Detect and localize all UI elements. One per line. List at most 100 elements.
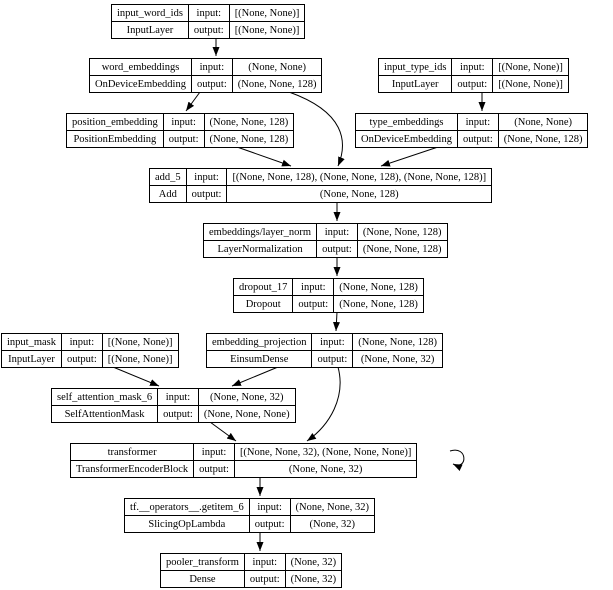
output-label: output: [61,350,103,368]
layer-name: transformer [69,443,195,461]
layer-class: InputLayer [377,75,453,93]
node-input_word_ids: input_word_ids input: [(None, None)] Inp… [111,4,306,39]
input-shape: (None, None, 128) [352,333,443,351]
output-label: output: [451,75,494,93]
output-shape: [(None, None)] [228,21,306,39]
node-type_embeddings: type_embeddings input: (None, None) OnDe… [355,113,589,148]
output-shape: (None, None, None) [197,405,296,423]
layer-class: LayerNormalization [202,240,318,258]
output-shape: (None, None, 128) [356,240,448,258]
input-shape: (None, None) [497,113,589,131]
node-embedding_projection: embedding_projection input: (None, None,… [205,333,443,368]
layer-name: embedding_projection [205,333,313,351]
input-label: input: [311,333,354,351]
layer-name: add_5 [149,168,187,186]
layer-class: EinsumDense [205,350,313,368]
layer-name: position_embedding [66,113,164,131]
layer-name: embeddings/layer_norm [202,223,318,241]
input-label: input: [292,278,335,296]
layer-class: OnDeviceEmbedding [89,75,192,93]
layer-name: type_embeddings [355,113,458,131]
input-label: input: [456,113,499,131]
node-dropout_17: dropout_17 input: (None, None, 128) Drop… [232,278,424,313]
node-pooler_transform: pooler_transform input: (None, 32) Dense… [160,553,343,588]
output-label: output: [316,240,358,258]
layer-class: InputLayer [1,350,62,368]
node-input_type_ids: input_type_ids input: [(None, None)] Inp… [377,58,569,93]
input-shape: (None, None, 32) [289,498,375,516]
edge-word_embeddings-add_5 [288,91,345,167]
layer-class: Dense [160,570,245,588]
input-shape: [(None, None)] [228,4,306,22]
edge-embedding_projection-self_attention_mask_6 [231,366,279,387]
node-self_attention_mask_6: self_attention_mask_6 input: (None, None… [50,388,296,423]
output-shape: (None, 32) [284,570,343,588]
output-shape: (None, None, 128) [497,130,589,148]
edge-embedding_projection-transformer [306,366,341,442]
input-shape: [(None, None, 128), (None, None, 128), (… [226,168,493,186]
output-shape: [(None, None)] [492,75,569,93]
output-label: output: [243,570,286,588]
edge-transformer-self-loop [449,449,465,471]
output-shape: (None, None, 32) [352,350,443,368]
layer-class: SelfAttentionMask [50,405,159,423]
layer-name: dropout_17 [232,278,294,296]
input-label: input: [157,388,199,406]
input-shape: (None, None, 128) [203,113,295,131]
output-shape: (None, None, 128) [226,185,493,203]
output-label: output: [157,405,199,423]
input-label: input: [190,58,233,76]
input-label: input: [243,553,286,571]
node-input_mask: input_mask input: [(None, None)] InputLa… [1,333,179,368]
output-label: output: [187,21,230,39]
layer-class: TransformerEncoderBlock [69,460,195,478]
output-label: output: [185,185,228,203]
edge-input_mask-self_attention_mask_6 [112,366,160,387]
layer-name: word_embeddings [89,58,192,76]
input-label: input: [187,4,230,22]
input-shape: [(None, None, 32), (None, None, None)] [233,443,418,461]
node-add_5: add_5 input: [(None, None, 128), (None, … [149,168,493,203]
output-label: output: [162,130,205,148]
layer-name: pooler_transform [160,553,245,571]
output-label: output: [190,75,233,93]
input-shape: (None, None, 128) [356,223,448,241]
edge-type_embeddings-add_5 [380,146,439,167]
output-shape: (None, 32) [289,515,375,533]
input-shape: [(None, None)] [101,333,179,351]
input-shape: (None, 32) [284,553,343,571]
output-label: output: [292,295,335,313]
layer-name: tf.__operators__.getitem_6 [124,498,250,516]
node-tf-operators-getitem_6: tf.__operators__.getitem_6 input: (None,… [124,498,375,533]
node-transformer: transformer input: [(None, None, 32), (N… [69,443,418,478]
input-shape: [(None, None)] [492,58,569,76]
edge-self_attention_mask_6-transformer [209,421,237,442]
input-label: input: [185,168,228,186]
input-shape: (None, None, 32) [197,388,296,406]
node-position_embedding: position_embedding input: (None, None, 1… [66,113,295,148]
edge-word_embeddings-position_embedding [185,91,201,112]
output-shape: [(None, None)] [101,350,179,368]
input-label: input: [61,333,103,351]
layer-name: input_word_ids [111,4,189,22]
input-label: input: [316,223,358,241]
edge-position_embedding-add_5 [236,146,292,167]
layer-class: SlicingOpLambda [124,515,250,533]
input-label: input: [248,498,291,516]
node-word_embeddings: word_embeddings input: (None, None) OnDe… [89,58,323,93]
output-label: output: [248,515,291,533]
output-shape: (None, None, 128) [333,295,424,313]
input-shape: (None, None, 128) [333,278,424,296]
layer-name: input_type_ids [377,58,453,76]
output-label: output: [456,130,499,148]
layer-class: OnDeviceEmbedding [355,130,458,148]
input-shape: (None, None) [231,58,323,76]
input-label: input: [193,443,235,461]
output-shape: (None, None, 32) [233,460,418,478]
output-label: output: [193,460,235,478]
node-embeddings-layer_norm: embeddings/layer_norm input: (None, None… [202,223,448,258]
input-label: input: [451,58,494,76]
input-label: input: [162,113,205,131]
output-label: output: [311,350,354,368]
